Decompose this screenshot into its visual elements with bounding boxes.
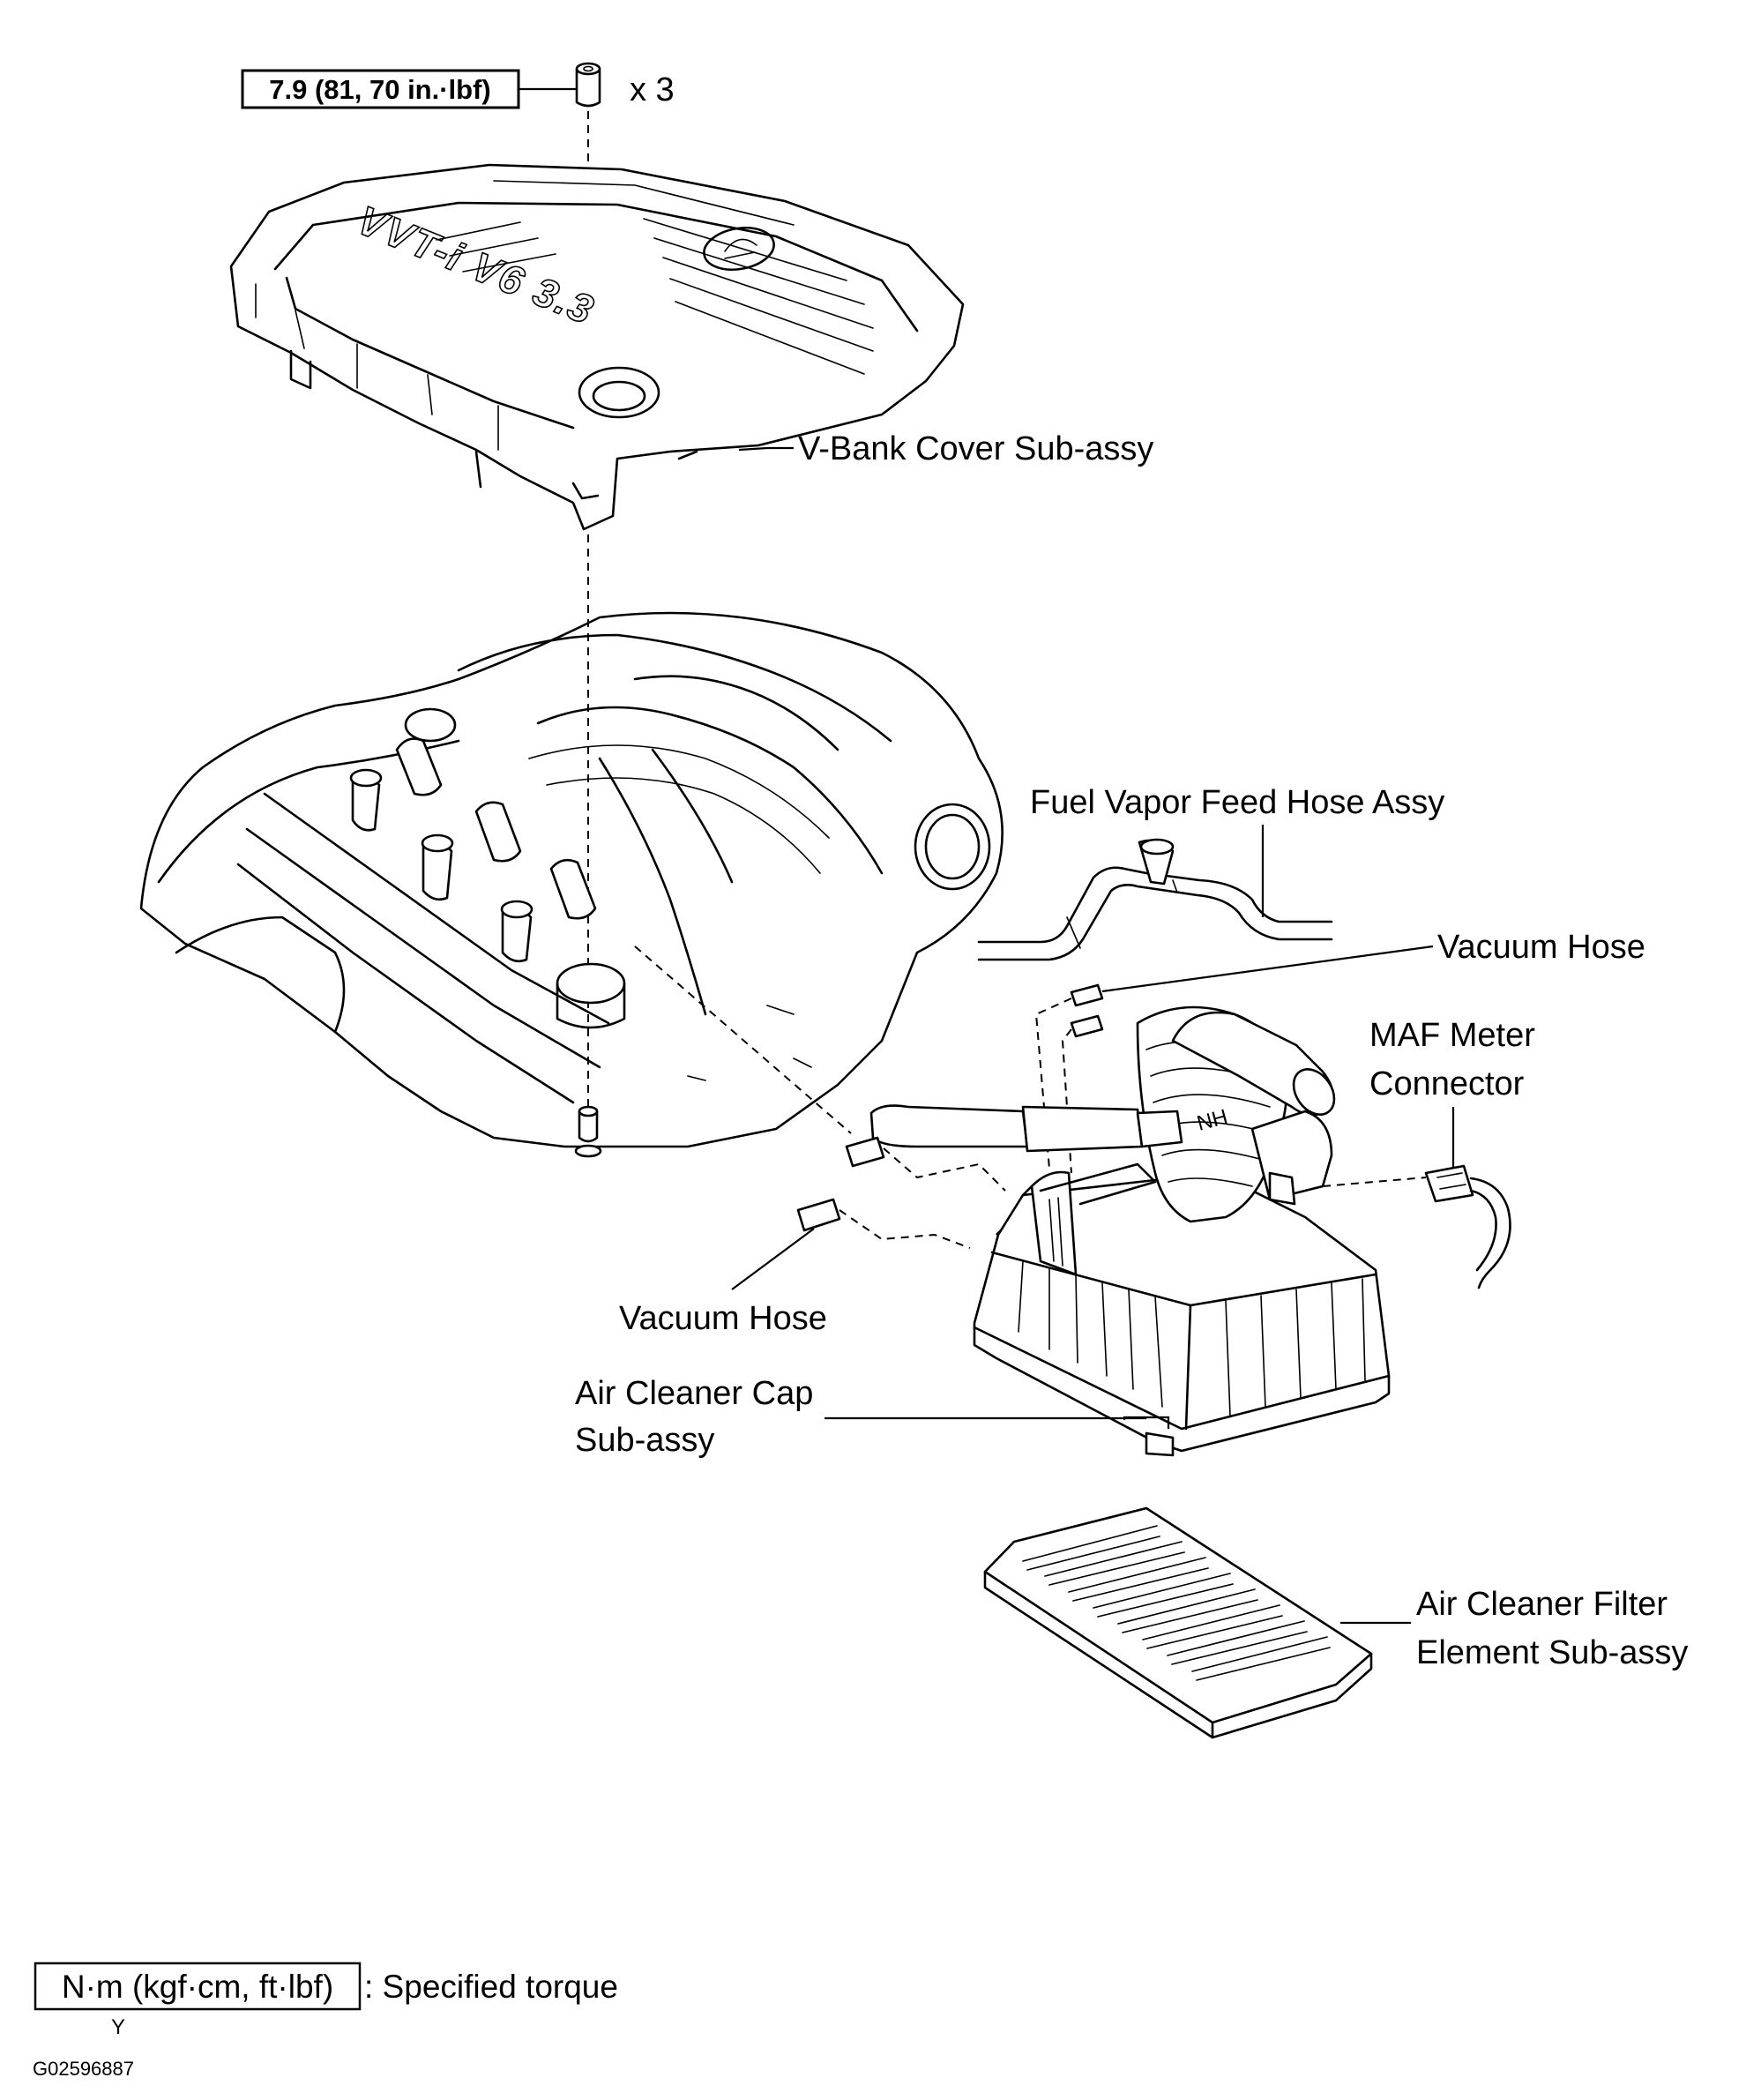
engine-hose-dashed-path bbox=[634, 945, 852, 1134]
vacuum-hose-lower-leader-line bbox=[731, 1228, 815, 1290]
air-hose-pipe-illustration bbox=[869, 1104, 1183, 1153]
torque-legend: N·m (kgf·cm, ft·lbf) : Specified torque … bbox=[34, 1962, 618, 2039]
vacuum-hose-upper-illustration bbox=[1070, 983, 1104, 1038]
intake-port-icon bbox=[914, 803, 991, 891]
vacuum-hose-lower-dashed-path bbox=[839, 1147, 1006, 1249]
torque-box bbox=[241, 69, 520, 109]
torque-quantity-text: x 3 bbox=[630, 71, 675, 108]
fuel-vapor-feed-hose-illustration bbox=[977, 838, 1333, 961]
v-bank-cover-illustration: VVT-i V6 3.3 bbox=[229, 163, 965, 531]
air-cleaner-cap-label-line1: Air Cleaner Cap bbox=[575, 1375, 813, 1412]
maf-meter-illustration: NH bbox=[1136, 1005, 1336, 1223]
v-bank-cover-label: V-Bank Cover Sub-assy bbox=[798, 430, 1153, 467]
maf-connector-dashed-path bbox=[1322, 1177, 1427, 1187]
legend-description: : Specified torque bbox=[364, 1969, 618, 2005]
maf-meter-connector-label-line1: MAF Meter bbox=[1369, 1017, 1535, 1054]
vacuum-hose-upper-leader-line bbox=[1101, 945, 1434, 993]
ignition-coils bbox=[349, 737, 597, 963]
vacuum-hose-lower-illustration bbox=[796, 1136, 885, 1232]
maf-meter-connector-illustration bbox=[1424, 1164, 1511, 1289]
legend-mark: Y bbox=[111, 2015, 125, 2039]
oil-cap-icon bbox=[556, 962, 626, 1005]
legend-box bbox=[34, 1962, 362, 2011]
torque-callout: 7.9 (81, 70 in.·lbf) x 3 bbox=[241, 62, 675, 109]
legend-box-text: N·m (kgf·cm, ft·lbf) bbox=[62, 1969, 333, 2005]
fuel-vapor-hose-label: Fuel Vapor Feed Hose Assy bbox=[1030, 784, 1444, 821]
figure-code: G02596887 bbox=[33, 2058, 134, 2080]
air-cleaner-cap-illustration bbox=[973, 1162, 1391, 1457]
filter-element-label-line1: Air Cleaner Filter bbox=[1416, 1586, 1668, 1623]
lexus-logo-icon bbox=[703, 227, 775, 271]
air-cleaner-cap-label-line2: Sub-assy bbox=[575, 1422, 714, 1459]
bolt-nut-icon bbox=[575, 62, 601, 108]
vacuum-hose-lower-label: Vacuum Hose bbox=[619, 1300, 827, 1337]
torque-value-text: 7.9 (81, 70 in.·lbf) bbox=[269, 74, 491, 105]
oil-filler-opening-icon bbox=[578, 366, 660, 419]
filter-element-label-line2: Element Sub-assy bbox=[1416, 1634, 1688, 1671]
water-outlet-icon bbox=[404, 707, 457, 743]
maf-meter-connector-label-line2: Connector bbox=[1369, 1065, 1525, 1102]
air-filter-element-illustration bbox=[983, 1506, 1373, 1739]
stud-bolt-icon bbox=[574, 1105, 602, 1158]
v-bank-cover-leader-line bbox=[738, 446, 794, 452]
vacuum-hose-upper-label: Vacuum Hose bbox=[1437, 929, 1645, 966]
engine-illustration bbox=[139, 611, 1004, 1158]
